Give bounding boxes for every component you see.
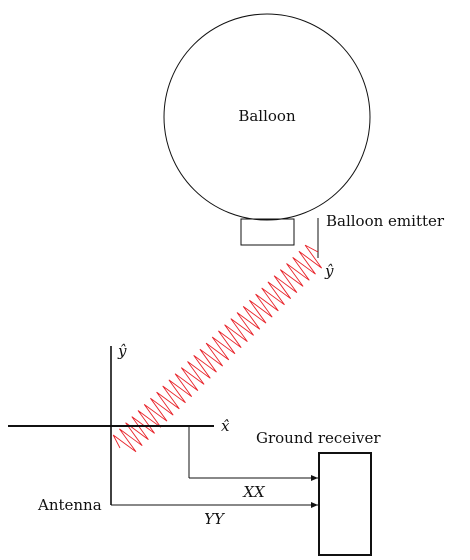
emitter-y-hat-label: ŷ: [324, 262, 334, 280]
antenna-label: Antenna: [37, 496, 102, 514]
ground-receiver-label: Ground receiver: [256, 429, 381, 447]
ground-x-hat-label: x̂: [221, 417, 230, 435]
balloon-label: Balloon: [238, 107, 296, 125]
xx-label: XX: [242, 483, 266, 501]
ground-receiver-box: [318, 452, 372, 556]
balloon-circle: [163, 13, 371, 221]
yy-label: YY: [204, 510, 226, 528]
ground-y-hat-label: ŷ: [117, 342, 127, 360]
signal-wave: [112, 244, 323, 453]
balloon-emitter-label: Balloon emitter: [326, 212, 445, 230]
balloon-gondola: [240, 218, 295, 246]
